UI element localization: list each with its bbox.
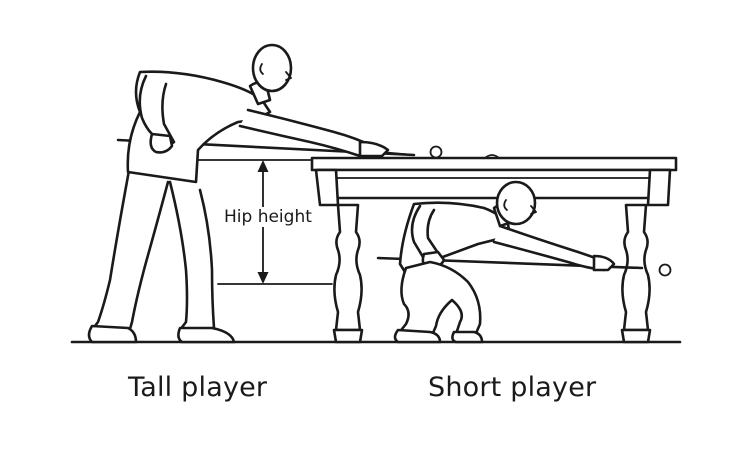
table-pocket [484,154,500,159]
short-player-head [495,180,537,226]
short-player-ear [503,199,508,211]
tall-player-face [285,71,292,81]
short-player-caption: Short player [428,372,597,403]
hip-height-measure [197,159,333,285]
tall-player-back-shoe [87,324,138,344]
short-player-bridge-hand [592,254,616,272]
measure-arrowhead-bottom [257,272,269,284]
short-player-front-shoe [451,330,484,344]
table-leg-left [333,203,363,332]
table-corner-right [646,168,672,207]
cue-ball-under-table [658,263,672,277]
short-player-face [530,205,537,215]
tall-player-back-hand [149,132,174,154]
tall-player-front-leg [168,180,216,340]
table-apron [316,168,672,200]
tall-player-bridge-hand [358,140,390,158]
short-player-legs [396,260,482,342]
tall-player-figure [87,43,416,344]
tall-player-caption: Tall player [128,372,268,403]
tall-player-ear [259,63,264,75]
tall-player-head [251,43,293,93]
table-top-rail [310,156,678,172]
tall-player-front-shoe [177,326,236,344]
measure-arrowhead-top [257,160,269,172]
table-foot-left [332,328,364,344]
tall-player-back-arm [138,74,176,152]
table-foot-right [620,328,652,344]
hip-height-label: Hip height [222,207,314,227]
table-corner-left [314,168,340,207]
short-player-back-shoe [393,328,442,344]
tall-player-back-leg [90,163,170,338]
snooker-table [310,145,678,344]
short-player-figure [376,180,644,344]
cue-ball-on-table [429,145,443,159]
